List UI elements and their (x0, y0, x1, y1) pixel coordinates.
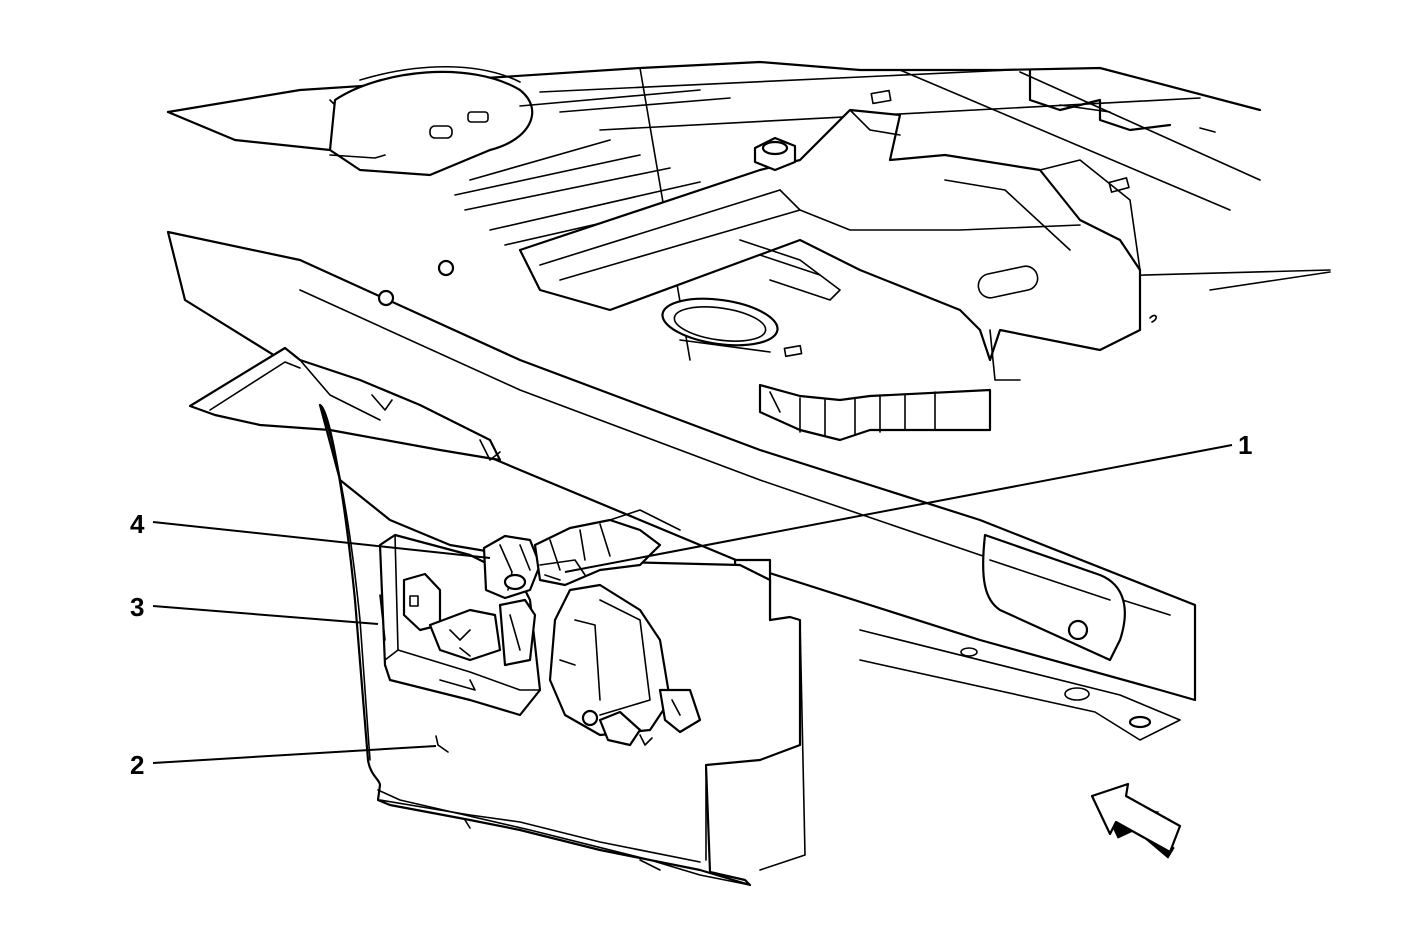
leader-line-1 (564, 444, 1233, 573)
callout-leaders (152, 444, 1233, 764)
callout-4: 4 (130, 509, 145, 539)
leader-line-4 (152, 521, 491, 559)
leader-line-3 (152, 605, 379, 625)
direction-of-view-arrow-icon (1090, 782, 1182, 859)
leader-line-2 (152, 745, 437, 764)
callout-labels: 1 2 3 4 (130, 430, 1252, 780)
crossmember (328, 65, 1157, 381)
floor-opening (661, 239, 841, 353)
bolt-icon (753, 136, 797, 172)
callout-3: 3 (130, 592, 144, 622)
harness-connectors (482, 509, 681, 600)
callout-2: 2 (130, 750, 144, 780)
callout-1: 1 (1238, 430, 1252, 460)
secondary-module (548, 583, 702, 747)
